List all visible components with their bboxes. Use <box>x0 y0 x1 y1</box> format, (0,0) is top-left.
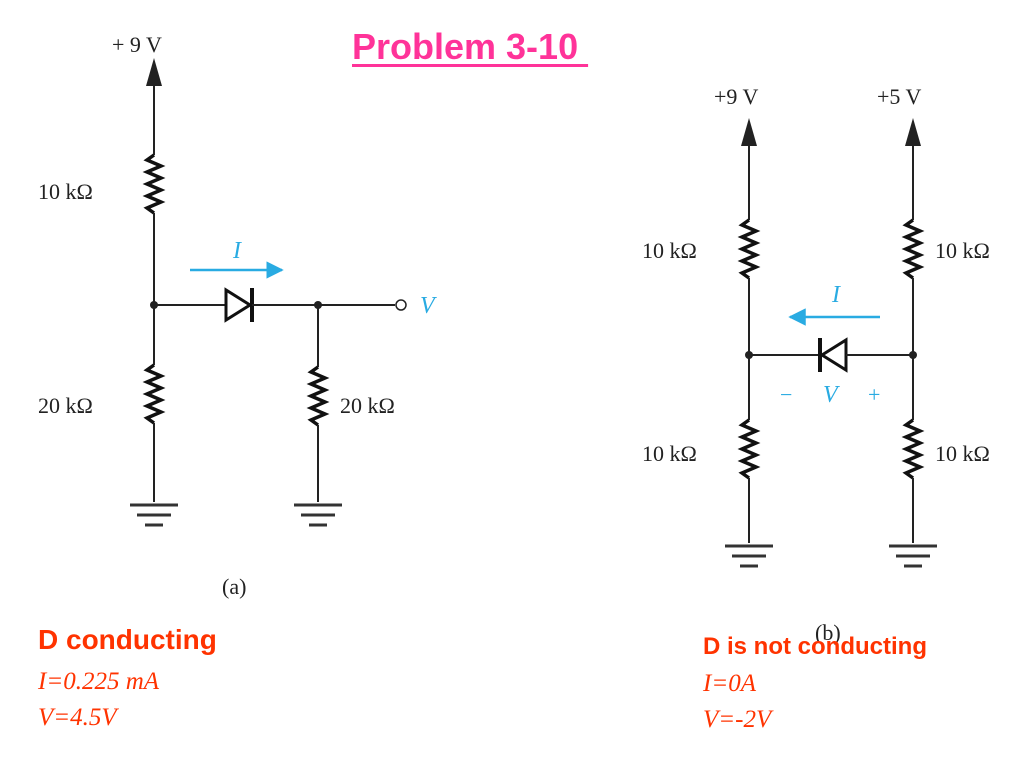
circuit-b-r-right-top-label: 10 kΩ <box>935 238 990 263</box>
circuit-a-supply-label: + 9 V <box>112 32 162 57</box>
resistor-20k-icon <box>142 363 166 425</box>
circuit-a-r-bottom-right-label: 20 kΩ <box>340 393 395 418</box>
circuit-b-current-label: I <box>831 282 841 308</box>
circuit-b: +9 V +5 V 10 kΩ 10 kΩ 10 kΩ 10 kΩ <box>642 84 990 645</box>
circuit-b-minus-sign: − <box>780 382 792 407</box>
answer-a-current: I=0.225 mA <box>38 668 160 695</box>
circuit-a-r-top-label: 10 kΩ <box>38 179 93 204</box>
ground-icon <box>889 544 937 568</box>
resistor-10k-icon <box>901 218 925 280</box>
ground-icon <box>130 503 178 527</box>
resistor-10k-icon <box>737 418 761 480</box>
circuit-a-current-label: I <box>232 238 242 264</box>
circuit-b-r-left-bottom-label: 10 kΩ <box>642 441 697 466</box>
output-terminal-icon <box>395 299 407 311</box>
circuit-a-r-bottom-left-label: 20 kΩ <box>38 393 93 418</box>
circuit-b-supply-right-label: +5 V <box>877 84 922 109</box>
supply-arrow-icon <box>146 58 162 86</box>
ground-icon <box>294 503 342 527</box>
circuit-a: + 9 V 10 kΩ V I 20 kΩ 20 kΩ <box>38 32 437 599</box>
circuit-b-supply-left-label: +9 V <box>714 84 759 109</box>
answer-a-heading: D conducting <box>38 624 217 655</box>
resistor-10k-icon <box>901 418 925 480</box>
circuit-b-plus-sign: + <box>868 382 880 407</box>
diode-icon <box>224 287 253 323</box>
answer-b-current: I=0A <box>703 670 756 697</box>
resistor-10k-icon <box>737 218 761 280</box>
answer-b-voltage: V=-2V <box>703 706 772 733</box>
resistor-20k-icon <box>306 365 330 427</box>
answer-a-voltage: V=4.5V <box>38 704 117 731</box>
circuit-a-output-label: V <box>420 293 437 319</box>
circuit-b-voltage-label: V <box>823 382 840 408</box>
circuit-a-caption: (a) <box>222 574 246 599</box>
circuit-b-caption: (b) <box>815 620 841 645</box>
answer-b-heading: D is not conducting <box>703 633 927 660</box>
ground-icon <box>725 544 773 568</box>
circuit-b-r-right-bottom-label: 10 kΩ <box>935 441 990 466</box>
page-title: Problem 3-10 <box>352 26 589 67</box>
resistor-10k-icon <box>142 153 166 215</box>
supply-arrow-icon <box>905 118 921 146</box>
diode-icon <box>819 337 848 373</box>
circuit-b-r-left-top-label: 10 kΩ <box>642 238 697 263</box>
supply-arrow-icon <box>741 118 757 146</box>
